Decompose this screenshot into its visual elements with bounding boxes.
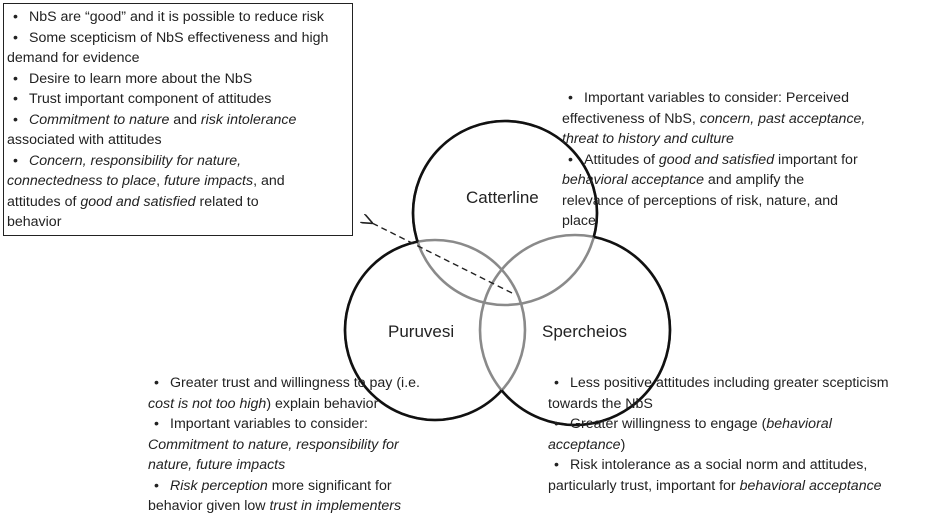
bullet-item: Concern, responsibility for nature,: [7, 151, 348, 172]
text-run: threat to history and culture: [562, 131, 734, 147]
general-findings-list: NbS are “good” and it is possible to red…: [7, 7, 348, 233]
text-run: , and: [253, 173, 285, 189]
text-run: effectiveness of NbS,: [562, 110, 700, 127]
text-run: and amplify the: [703, 172, 805, 188]
text-run: Commitment to nature, responsibility for: [148, 436, 399, 453]
text-run: related to: [195, 193, 259, 210]
bullet-item: NbS are “good” and it is possible to red…: [7, 7, 348, 28]
text-run: Less positive attitudes including greate…: [570, 375, 889, 391]
bullet-item: Less positive attitudes including greate…: [548, 373, 941, 394]
bullet-continuation: cost is not too high) explain behavior: [148, 394, 468, 415]
text-run: trust in implementers: [269, 498, 402, 514]
text-run: behavioral acceptance: [562, 172, 704, 188]
text-run: ): [620, 436, 626, 453]
text-run: Attitudes of: [584, 151, 659, 168]
text-run: behavior given low: [148, 498, 270, 514]
text-run: place: [562, 213, 596, 229]
bullet-item: Some scepticism of NbS effectiveness and…: [7, 28, 348, 49]
bullet-item: Important variables to consider: Perceiv…: [562, 88, 902, 109]
bullet-item: Important variables to consider:: [148, 414, 468, 435]
text-run: Greater willingness to engage (: [570, 416, 767, 432]
text-run: Greater trust and willingness to pay (i.…: [170, 375, 420, 391]
bullet-continuation: threat to history and culture: [562, 129, 902, 150]
text-run: Commitment to nature: [29, 111, 170, 128]
text-run: and: [169, 111, 201, 128]
text-run: future impacts: [163, 173, 254, 189]
bullet-continuation: acceptance): [548, 435, 941, 456]
puruvesi-findings-list: Greater trust and willingness to pay (i.…: [148, 373, 468, 517]
bullet-continuation: behavior: [7, 212, 348, 233]
bullet-continuation: towards the NbS: [548, 394, 941, 415]
bullet-continuation: nature, future impacts: [148, 455, 468, 476]
text-run: Some scepticism of NbS effectiveness and…: [29, 29, 329, 46]
puruvesi-findings: Greater trust and willingness to pay (i.…: [148, 373, 468, 517]
general-findings-box: NbS are “good” and it is possible to red…: [3, 3, 353, 236]
bullet-item: Commitment to nature and risk intoleranc…: [7, 110, 348, 131]
spercheios-findings: Less positive attitudes including greate…: [548, 373, 941, 496]
catterline-findings-list: Important variables to consider: Perceiv…: [562, 88, 902, 232]
bullet-continuation: connectedness to place, future impacts, …: [7, 171, 348, 192]
catterline-label: Catterline: [466, 188, 539, 207]
bullet-continuation: behavior given low trust in implementers: [148, 496, 468, 517]
text-run: Trust important component of attitudes: [29, 91, 272, 107]
text-run: attitudes of: [7, 193, 81, 210]
bullet-continuation: relevance of perceptions of risk, nature…: [562, 191, 902, 212]
text-run: acceptance: [548, 436, 621, 453]
bullet-item: Risk perception more significant for: [148, 476, 468, 497]
text-run: connectedness to place: [7, 173, 157, 189]
text-run: associated with attitudes: [7, 132, 162, 148]
text-run: cost is not too high: [148, 395, 267, 412]
bullet-continuation: behavioral acceptance and amplify the: [562, 170, 902, 191]
dashed-arrow: [372, 223, 513, 294]
spercheios-findings-list: Less positive attitudes including greate…: [548, 373, 941, 496]
bullet-continuation: associated with attitudes: [7, 130, 348, 151]
bullet-continuation: attitudes of good and satisfied related …: [7, 192, 348, 213]
text-run: particularly trust, important for: [548, 477, 740, 494]
catterline-findings: Important variables to consider: Perceiv…: [562, 88, 902, 232]
text-run: Important variables to consider: Perceiv…: [584, 90, 849, 106]
text-run: more significant for: [267, 477, 392, 494]
bullet-item: Risk intolerance as a social norm and at…: [548, 455, 941, 476]
bullet-item: Greater willingness to engage (behaviora…: [548, 414, 941, 435]
text-run: behavior: [7, 214, 62, 230]
bullet-item: Greater trust and willingness to pay (i.…: [148, 373, 468, 394]
bullet-continuation: particularly trust, important for behavi…: [548, 476, 941, 497]
text-run: risk intolerance: [200, 111, 297, 128]
bullet-continuation: effectiveness of NbS, concern, past acce…: [562, 109, 902, 130]
text-run: ) explain behavior: [266, 395, 379, 412]
text-run: good and satisfied: [658, 151, 775, 168]
text-run: towards the NbS: [548, 395, 653, 412]
text-run: behavioral: [766, 416, 832, 432]
text-run: concern, past acceptance,: [699, 110, 866, 127]
text-run: demand for evidence: [7, 50, 140, 66]
bullet-item: Trust important component of attitudes: [7, 89, 348, 110]
text-run: Risk intolerance as a social norm and at…: [570, 457, 868, 473]
text-run: good and satisfied: [80, 193, 196, 210]
text-run: nature, future impacts: [148, 457, 286, 473]
bullet-continuation: Commitment to nature, responsibility for: [148, 435, 468, 456]
text-run: Concern, responsibility for nature,: [29, 152, 242, 169]
text-run: Risk perception: [170, 477, 268, 494]
text-run: Important variables to consider:: [170, 416, 368, 432]
puruvesi-label: Puruvesi: [388, 322, 455, 341]
bullet-item: Attitudes of good and satisfied importan…: [562, 150, 902, 171]
bullet-item: Desire to learn more about the NbS: [7, 69, 348, 90]
text-run: Desire to learn more about the NbS: [29, 70, 253, 87]
bullet-continuation: place: [562, 211, 902, 232]
spercheios-label: Spercheios: [542, 322, 628, 341]
text-run: behavioral acceptance: [739, 477, 882, 494]
text-run: NbS are “good” and it is possible to red…: [29, 9, 324, 25]
text-run: important for: [774, 151, 858, 168]
text-run: relevance of perceptions of risk, nature…: [562, 192, 839, 209]
text-run: ,: [156, 173, 164, 189]
bullet-continuation: demand for evidence: [7, 48, 348, 69]
